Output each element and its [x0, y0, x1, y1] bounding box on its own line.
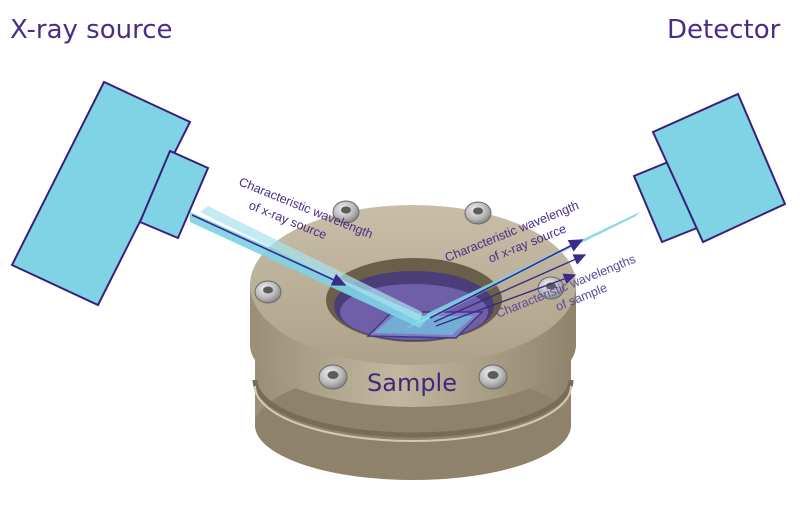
screw-icon	[478, 364, 508, 390]
xray-tube-icon	[10, 80, 210, 307]
source-label: X-ray source	[10, 15, 173, 45]
screw-icon	[318, 364, 348, 390]
detector-label: Detector	[667, 15, 781, 45]
detector-icon	[632, 92, 787, 244]
screw-icon	[332, 200, 360, 224]
sample-label: Sample	[367, 369, 457, 397]
screw-icon	[464, 201, 492, 225]
beam-arrows	[191, 214, 587, 327]
screw-icon	[254, 280, 282, 304]
